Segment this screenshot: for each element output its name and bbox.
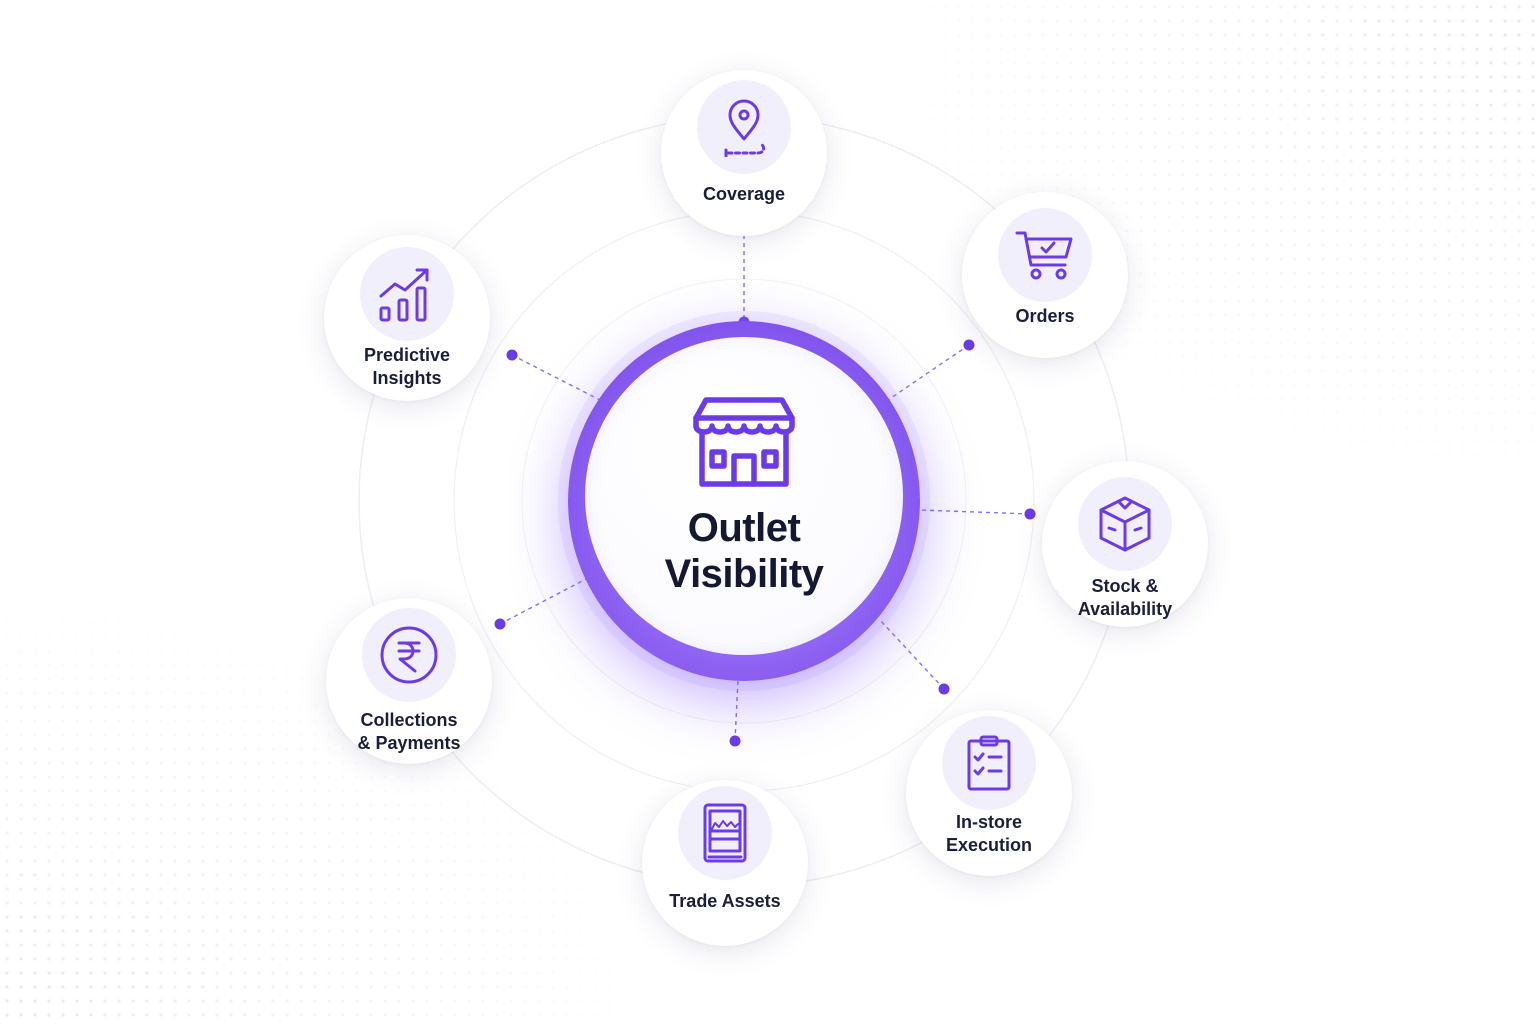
node-orders-label-line1: Orders	[1015, 306, 1075, 326]
node-stock-badge	[1078, 477, 1172, 571]
hub-title-line1: Outlet	[687, 506, 801, 550]
hub-title: Outlet Visibility	[620, 505, 868, 597]
node-stock-label-line1: Stock &	[1091, 576, 1159, 596]
connector-dot-collections	[494, 618, 506, 630]
node-instore-label-line2: Execution	[945, 835, 1033, 855]
node-instore-label: In-store Execution	[906, 811, 1072, 857]
connector-dot-predictive	[506, 349, 518, 361]
box-icon	[1099, 496, 1151, 552]
node-trade-assets[interactable]: Trade Assets	[642, 780, 808, 946]
node-orders-label: Orders	[962, 305, 1128, 328]
display-cooler-icon	[703, 803, 747, 863]
node-stock-availability[interactable]: Stock & Availability	[1042, 461, 1208, 627]
node-collections-badge	[362, 608, 456, 702]
node-instore-label-line1: In-store	[955, 812, 1022, 832]
outlet-visibility-hub[interactable]	[585, 337, 903, 655]
node-coverage-label: Coverage	[661, 183, 827, 206]
connector-dot-orders	[963, 339, 975, 351]
node-orders-badge	[998, 208, 1092, 302]
node-trade-label: Trade Assets	[642, 890, 808, 913]
shopping-cart-check-icon	[1015, 231, 1073, 280]
node-stock-label: Stock & Availability	[1042, 575, 1208, 621]
node-trade-badge	[678, 786, 772, 880]
node-predictive-insights[interactable]: Predictive Insights	[324, 235, 490, 401]
node-trade-label-line1: Trade Assets	[669, 891, 781, 911]
node-predictive-label-line1: Predictive	[363, 345, 451, 365]
growth-chart-icon	[379, 268, 429, 322]
connector-dot-stock	[1024, 508, 1036, 520]
connector-dots	[494, 316, 1036, 747]
node-predictive-label: Predictive Insights	[324, 344, 490, 390]
clipboard-checklist-icon	[967, 735, 1011, 791]
node-collections-payments[interactable]: Collections & Payments	[326, 598, 492, 764]
node-collections-label-line2: & Payments	[357, 733, 461, 753]
location-pin-route-icon	[724, 99, 766, 157]
node-coverage[interactable]: Coverage	[661, 70, 827, 236]
node-collections-label-line1: Collections	[360, 710, 458, 730]
node-predictive-label-line2: Insights	[372, 368, 442, 388]
connector-lines	[499, 235, 1031, 742]
node-coverage-badge	[697, 80, 791, 174]
rupee-icon	[380, 626, 438, 684]
node-predictive-badge	[360, 247, 454, 341]
connector-dot-trade	[729, 735, 741, 747]
node-instore-execution[interactable]: In-store Execution	[906, 710, 1072, 876]
storefront-icon	[693, 397, 795, 487]
connector-dot-instore	[938, 683, 950, 695]
node-orders[interactable]: Orders	[962, 192, 1128, 358]
node-coverage-label-line1: Coverage	[702, 184, 786, 204]
hub-title-line2: Visibility	[664, 552, 824, 596]
node-collections-label: Collections & Payments	[326, 709, 492, 755]
node-instore-badge	[942, 716, 1036, 810]
node-stock-label-line2: Availability	[1077, 599, 1173, 619]
